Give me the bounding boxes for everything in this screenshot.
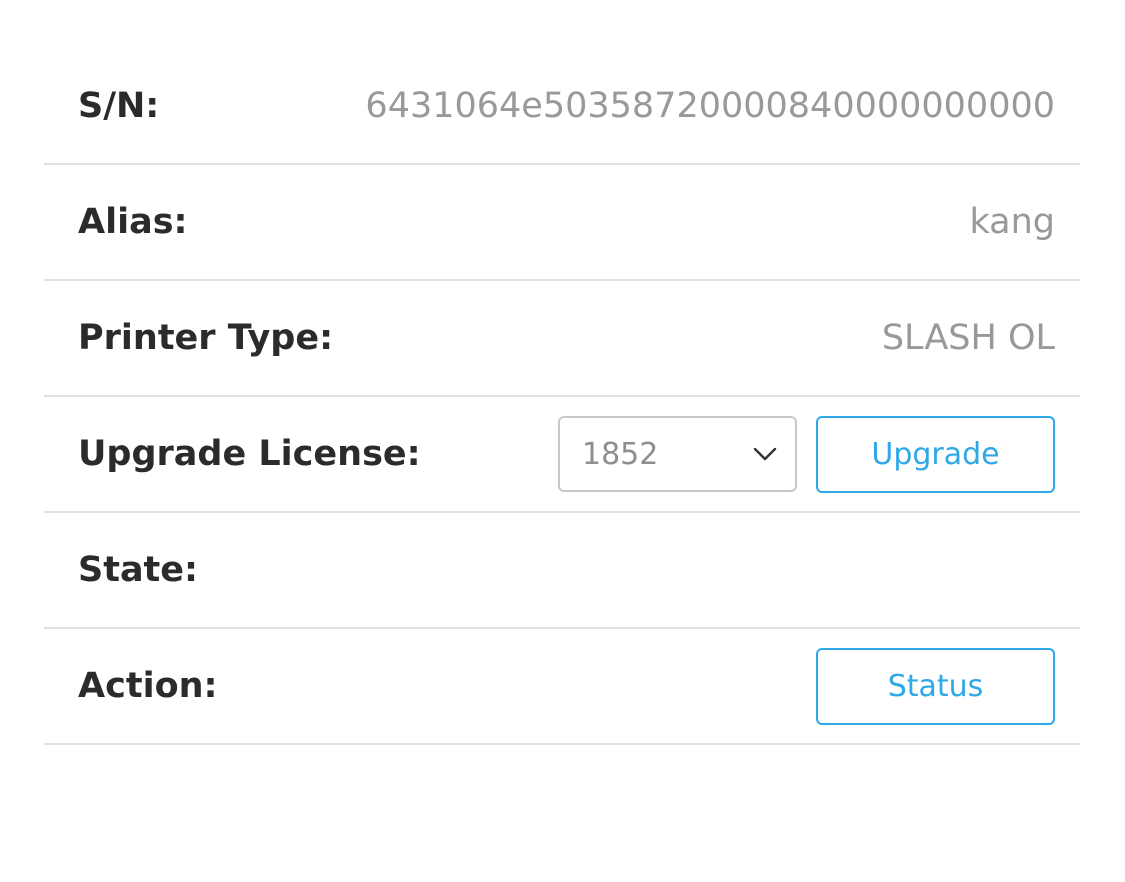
row-action: Action: Status: [44, 629, 1080, 745]
serial-number-value: 6431064e50358720000840000000000: [365, 86, 1055, 126]
row-serial-number: S/N: 6431064e50358720000840000000000: [44, 49, 1080, 165]
upgrade-license-label: Upgrade License:: [78, 434, 421, 474]
license-version-select[interactable]: 1852: [558, 416, 797, 492]
device-info-panel: S/N: 6431064e50358720000840000000000 Ali…: [44, 49, 1080, 745]
row-state: State:: [44, 513, 1080, 629]
action-label: Action:: [78, 666, 218, 706]
row-printer-type: Printer Type: SLASH OL: [44, 281, 1080, 397]
status-button[interactable]: Status: [816, 647, 1055, 725]
serial-number-label: S/N:: [78, 86, 160, 126]
alias-value: kang: [969, 202, 1055, 242]
printer-type-value: SLASH OL: [881, 318, 1055, 358]
alias-label: Alias:: [78, 202, 188, 242]
row-alias: Alias: kang: [44, 165, 1080, 281]
printer-type-label: Printer Type:: [78, 318, 334, 358]
chevron-down-icon: [753, 447, 777, 461]
row-upgrade-license: Upgrade License: 1852 Upgrade: [44, 397, 1080, 513]
license-version-selected: 1852: [582, 436, 659, 472]
state-label: State:: [78, 550, 199, 590]
upgrade-license-controls: 1852 Upgrade: [558, 415, 1055, 493]
upgrade-button[interactable]: Upgrade: [816, 415, 1055, 493]
